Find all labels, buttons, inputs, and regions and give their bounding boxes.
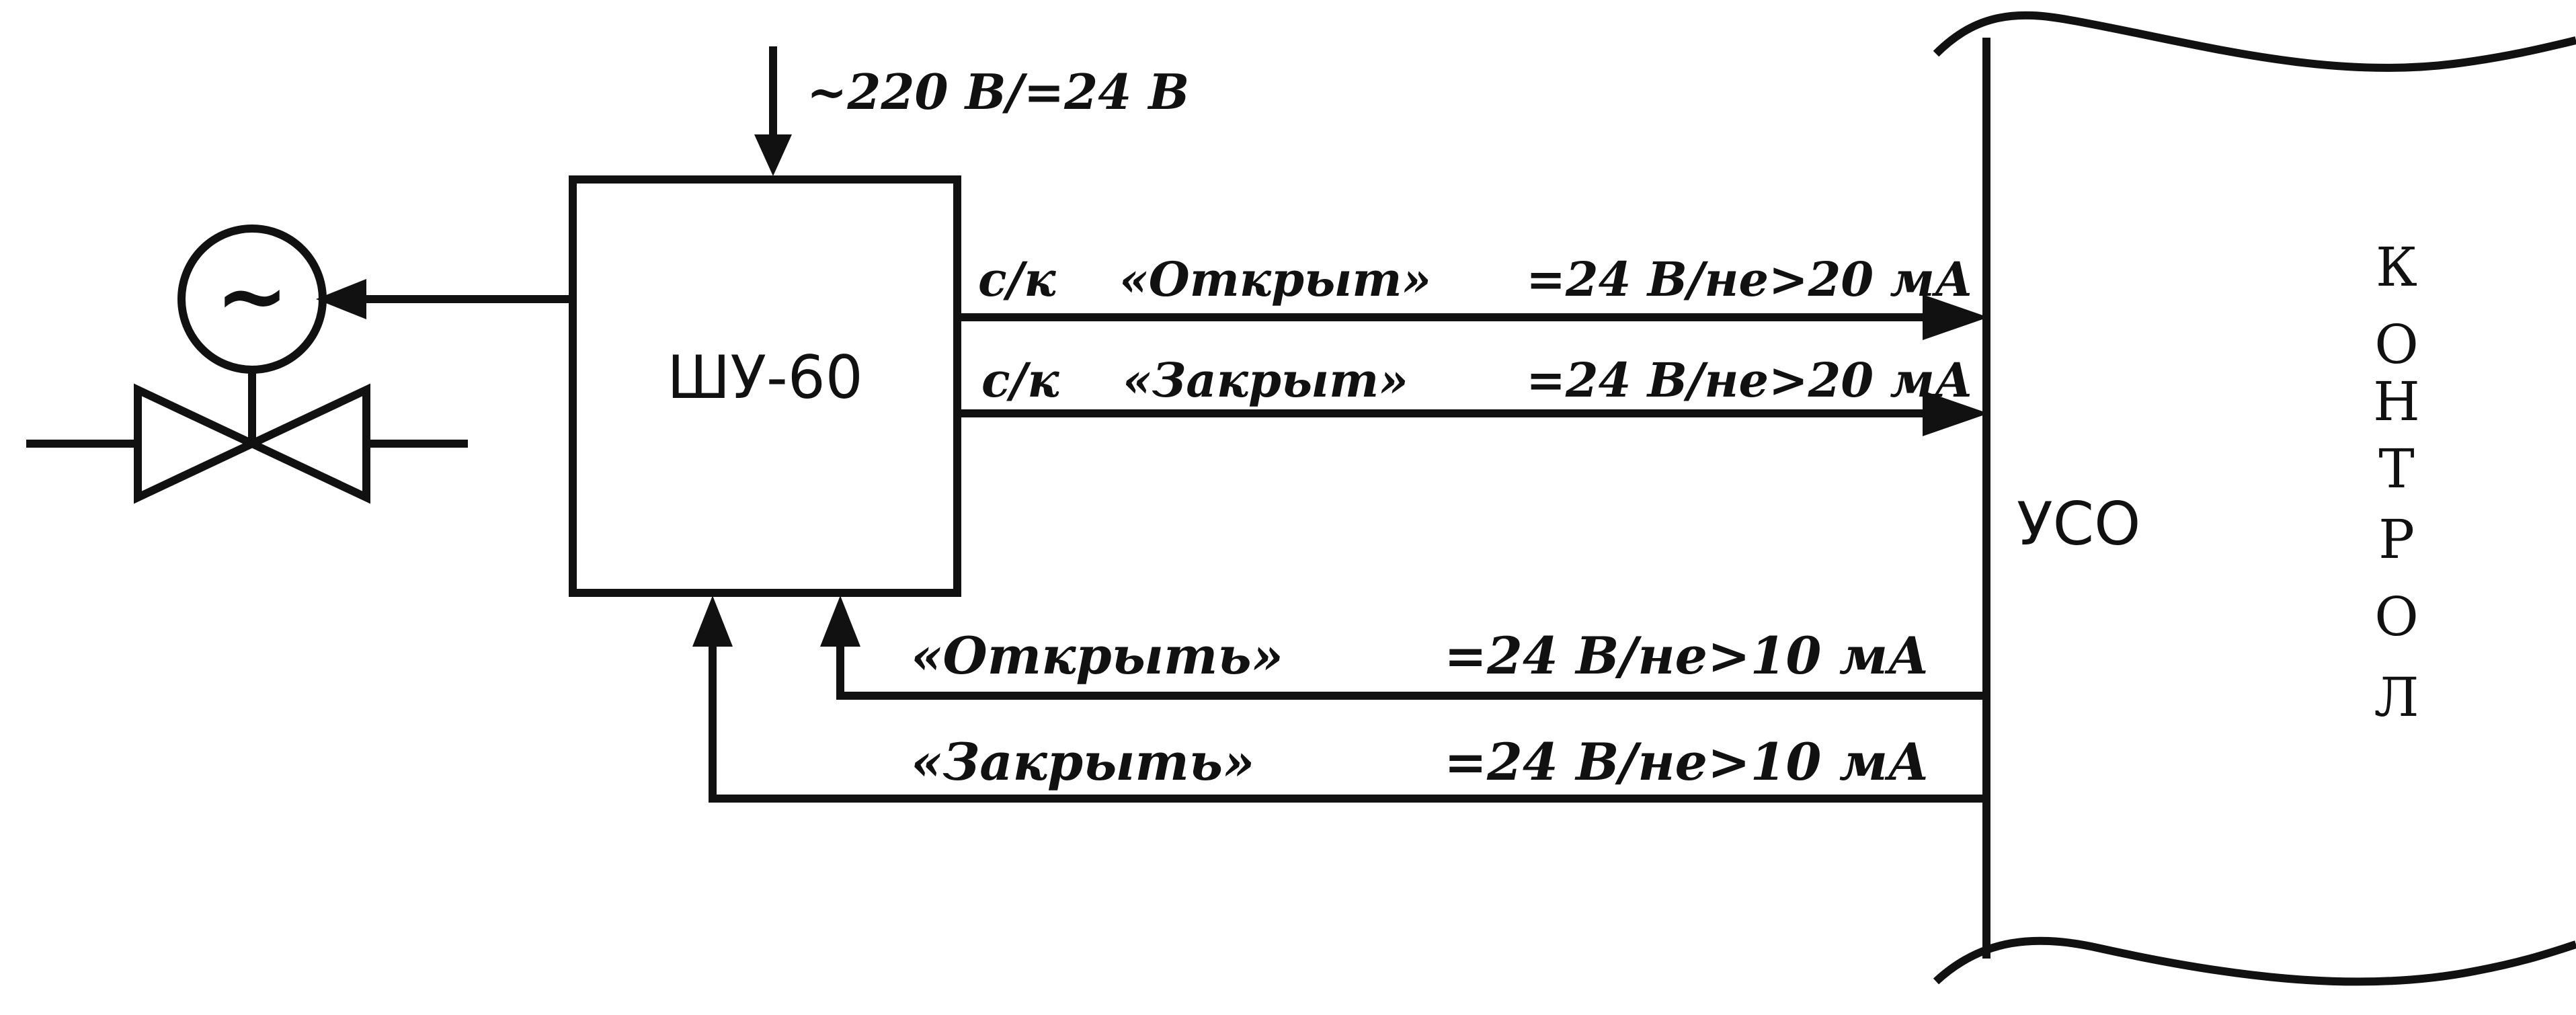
controller-letter: Л: [2374, 666, 2419, 729]
close-command-line: [709, 642, 1983, 803]
open-status-prefix: с/к: [978, 251, 1056, 307]
motor-symbol: ~: [216, 245, 289, 347]
open-status-spec: =24 В/не>20 мА: [1526, 251, 1973, 307]
io-module-label: УСО: [2017, 489, 2140, 559]
open-command-spec: =24 В/не>10 мА: [1444, 626, 1929, 686]
power-arrowhead: [754, 134, 792, 176]
motor-drive-arrowhead: [316, 279, 366, 319]
close-command-spec: =24 В/не>10 мА: [1444, 732, 1929, 792]
controller-letter: Р: [2378, 508, 2415, 571]
controller-vertical-label: К О Н Т Р О Л: [2373, 236, 2420, 729]
power-label: ~220 В/=24 В: [807, 63, 1189, 120]
controller-label: ШУ-60: [667, 343, 862, 412]
controller-letter: К: [2376, 236, 2417, 298]
controller-letter: О: [2374, 585, 2419, 648]
closed-status-arrowhead: [1923, 391, 1988, 436]
open-command-line: [836, 642, 1983, 700]
controller-letter: Н: [2373, 370, 2420, 433]
open-status-name: «Открыт»: [1119, 251, 1431, 307]
controller-letter: О: [2374, 313, 2419, 376]
open-status-arrowhead: [1923, 294, 1988, 340]
open-command-arrowhead: [820, 596, 860, 647]
controller-letter: Т: [2378, 438, 2414, 500]
controller-boundary: [1933, 11, 2576, 986]
open-command-name: «Открыть»: [911, 626, 1283, 686]
closed-status-name: «Закрыт»: [1123, 352, 1408, 408]
closed-status-spec: =24 В/не>20 мА: [1526, 352, 1973, 408]
closed-status-prefix: с/к: [981, 352, 1059, 408]
close-command-arrowhead: [692, 596, 733, 647]
valve-icon: [26, 383, 468, 504]
controller-block: [569, 175, 961, 597]
close-command-name: «Закрыть»: [911, 732, 1255, 792]
